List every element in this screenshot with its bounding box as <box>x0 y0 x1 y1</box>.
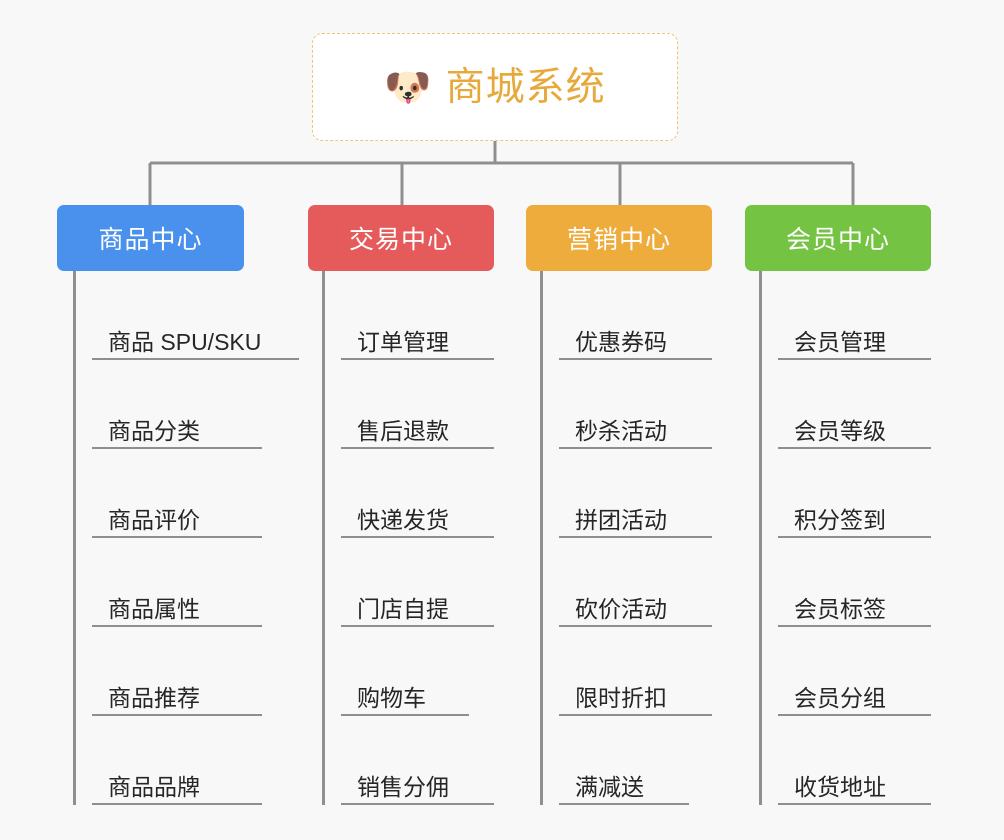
leaf-label: 收货地址 <box>794 773 886 800</box>
leaf-item[interactable]: 优惠券码 <box>559 271 712 360</box>
leaf-item[interactable]: 秒杀活动 <box>559 360 712 449</box>
root-title: 商城系统 <box>445 65 606 109</box>
category-title: 商品中心 <box>98 226 203 254</box>
leaf-label: 快递发货 <box>357 506 449 533</box>
leaf-item[interactable]: 砍价活动 <box>559 538 712 627</box>
root-node[interactable]: 🐶 商城系统 <box>312 33 678 141</box>
leaf-item[interactable]: 会员标签 <box>778 538 931 627</box>
column-marketing-center: 营销中心 优惠券码 秒杀活动 拼团活动 砍价活动 限时折扣 <box>526 205 712 805</box>
leaf-label: 商品品牌 <box>108 773 200 800</box>
leaf-label: 会员管理 <box>794 328 886 355</box>
leaf-item[interactable]: 积分签到 <box>778 449 931 538</box>
leaf-item[interactable]: 会员分组 <box>778 627 931 716</box>
leaf-item[interactable]: 收货地址 <box>778 716 931 805</box>
leaf-item[interactable]: 销售分佣 <box>341 716 494 805</box>
leaf-label: 满减送 <box>575 773 644 800</box>
leaf-list-product-center: 商品 SPU/SKU 商品分类 商品评价 商品属性 商品推荐 商品品牌 <box>73 271 299 805</box>
leaf-label: 商品 SPU/SKU <box>108 328 262 355</box>
leaf-item[interactable]: 限时折扣 <box>559 627 712 716</box>
dog-face-icon: 🐶 <box>384 65 432 109</box>
leaf-label: 销售分佣 <box>357 773 449 800</box>
leaf-label: 砍价活动 <box>575 595 667 622</box>
leaf-item[interactable]: 订单管理 <box>341 271 494 360</box>
leaf-label: 商品分类 <box>108 417 200 444</box>
column-member-center: 会员中心 会员管理 会员等级 积分签到 会员标签 会员分组 <box>745 205 931 805</box>
leaf-label: 会员等级 <box>794 417 886 444</box>
leaf-label: 积分签到 <box>794 506 886 533</box>
leaf-label: 商品推荐 <box>108 684 200 711</box>
leaf-label: 订单管理 <box>357 328 449 355</box>
leaf-item[interactable]: 售后退款 <box>341 360 494 449</box>
leaf-label: 门店自提 <box>357 595 449 622</box>
category-header-marketing-center[interactable]: 营销中心 <box>526 205 712 271</box>
leaf-item[interactable]: 快递发货 <box>341 449 494 538</box>
category-header-product-center[interactable]: 商品中心 <box>57 205 244 271</box>
leaf-label: 商品评价 <box>108 506 200 533</box>
leaf-item[interactable]: 门店自提 <box>341 538 494 627</box>
leaf-label: 售后退款 <box>357 417 449 444</box>
leaf-item[interactable]: 会员管理 <box>778 271 931 360</box>
leaf-item[interactable]: 商品品牌 <box>92 716 262 805</box>
leaf-label: 秒杀活动 <box>575 417 667 444</box>
leaf-label: 会员分组 <box>794 684 886 711</box>
column-trade-center: 交易中心 订单管理 售后退款 快递发货 门店自提 购物车 <box>308 205 494 805</box>
leaf-item[interactable]: 拼团活动 <box>559 449 712 538</box>
leaf-item[interactable]: 商品 SPU/SKU <box>92 271 299 360</box>
leaf-list-trade-center: 订单管理 售后退款 快递发货 门店自提 购物车 销售分佣 <box>322 271 494 805</box>
category-header-trade-center[interactable]: 交易中心 <box>308 205 494 271</box>
category-title: 营销中心 <box>566 226 671 254</box>
leaf-item[interactable]: 会员等级 <box>778 360 931 449</box>
leaf-item[interactable]: 购物车 <box>341 627 469 716</box>
leaf-item[interactable]: 商品推荐 <box>92 627 262 716</box>
leaf-list-marketing-center: 优惠券码 秒杀活动 拼团活动 砍价活动 限时折扣 满减送 <box>540 271 712 805</box>
leaf-label: 拼团活动 <box>575 506 667 533</box>
column-product-center: 商品中心 商品 SPU/SKU 商品分类 商品评价 商品属性 商品推荐 <box>57 205 299 805</box>
leaf-label: 优惠券码 <box>575 328 667 355</box>
leaf-item[interactable]: 商品属性 <box>92 538 262 627</box>
leaf-list-member-center: 会员管理 会员等级 积分签到 会员标签 会员分组 收货地址 <box>759 271 931 805</box>
category-header-member-center[interactable]: 会员中心 <box>745 205 931 271</box>
leaf-label: 会员标签 <box>794 595 886 622</box>
leaf-label: 购物车 <box>357 684 426 711</box>
leaf-label: 限时折扣 <box>575 684 667 711</box>
leaf-label: 商品属性 <box>108 595 200 622</box>
leaf-item[interactable]: 满减送 <box>559 716 689 805</box>
category-title: 会员中心 <box>785 226 890 254</box>
category-title: 交易中心 <box>348 226 453 254</box>
leaf-item[interactable]: 商品分类 <box>92 360 262 449</box>
leaf-item[interactable]: 商品评价 <box>92 449 262 538</box>
